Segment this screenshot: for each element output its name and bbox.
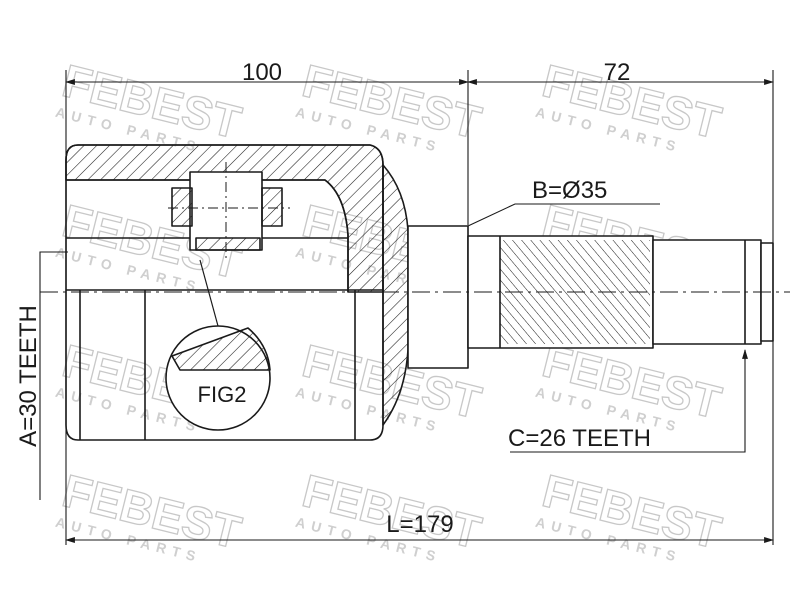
joint-part — [65, 144, 774, 441]
dim-label-housing: 100 — [242, 59, 282, 86]
detail-hatch — [171, 327, 271, 371]
dim-label-total: L=179 — [386, 511, 453, 538]
roller-cap-left — [171, 187, 193, 227]
detail-leader — [199, 259, 219, 327]
roller-cap-right — [261, 187, 283, 227]
dim-label-outer-teeth: A=30 TEETH — [15, 305, 42, 447]
leader-shaft-teeth — [510, 350, 746, 453]
leader-outer-teeth — [39, 251, 68, 500]
dim-label-diameter: B=Ø35 — [532, 177, 607, 204]
figure-ref-label: FIG2 — [198, 382, 247, 407]
dim-label-shaft: 72 — [604, 59, 631, 86]
dimension-lines — [39, 70, 774, 545]
leader-diameter — [467, 203, 660, 227]
dim-label-shaft-teeth: C=26 TEETH — [508, 425, 651, 452]
inner-race-line — [66, 179, 349, 292]
roller-base — [195, 237, 261, 251]
shaft-step — [407, 225, 469, 369]
